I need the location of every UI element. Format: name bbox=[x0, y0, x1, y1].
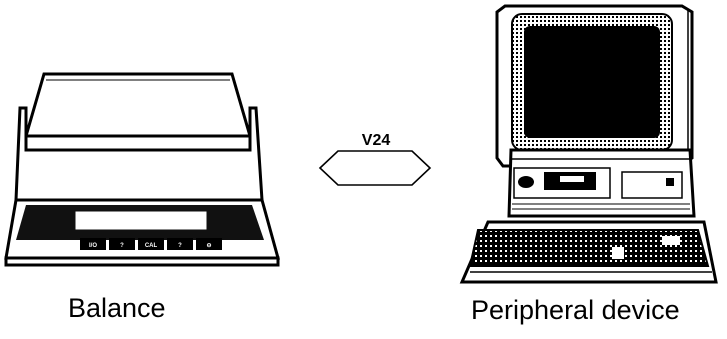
balance-key-label: CAL bbox=[145, 243, 158, 249]
balance-key: ? bbox=[109, 238, 135, 250]
balance-key-label: ? bbox=[178, 243, 182, 249]
balance-caption: Balance bbox=[68, 293, 166, 323]
peripheral-device-caption: Peripheral device bbox=[471, 295, 680, 325]
bidirectional-arrow-icon bbox=[318, 150, 432, 186]
peripheral-illustration bbox=[459, 4, 718, 284]
connection-label: V24 bbox=[362, 132, 391, 149]
balance-key: ? bbox=[167, 238, 193, 250]
balance-key: ⊖ bbox=[196, 238, 222, 250]
balance-keypad: I/O ? CAL ? ⊖ bbox=[80, 238, 222, 250]
balance-key: I/O bbox=[80, 238, 106, 250]
balance-key: CAL bbox=[138, 238, 164, 250]
balance-key-label: I/O bbox=[89, 243, 97, 249]
balance-illustration: I/O ? CAL ? ⊖ bbox=[4, 72, 280, 267]
v24-connection: V24 bbox=[318, 132, 432, 186]
balance-key-label: ⊖ bbox=[206, 243, 211, 249]
balance-key-label: ? bbox=[120, 243, 124, 249]
